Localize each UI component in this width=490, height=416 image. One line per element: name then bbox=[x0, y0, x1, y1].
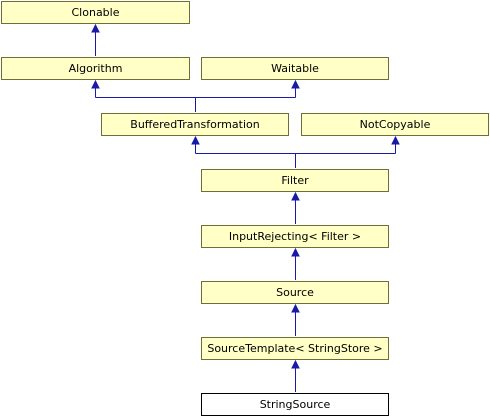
node-clonable[interactable]: Clonable bbox=[1, 1, 190, 24]
node-filter[interactable]: Filter bbox=[201, 169, 389, 192]
node-buffered-transformation[interactable]: BufferedTransformation bbox=[101, 113, 289, 136]
edge-string-source-to-source-template bbox=[291, 359, 300, 392]
edge-source-to-input-rejecting bbox=[291, 247, 300, 280]
node-algorithm[interactable]: Algorithm bbox=[1, 57, 190, 80]
node-source[interactable]: Source bbox=[201, 281, 389, 304]
edge-algorithm-to-clonable bbox=[91, 23, 100, 56]
node-source-template[interactable]: SourceTemplate< StringStore > bbox=[201, 337, 389, 360]
node-string-source: StringSource bbox=[201, 393, 389, 416]
node-not-copyable[interactable]: NotCopyable bbox=[301, 113, 489, 136]
node-input-rejecting[interactable]: InputRejecting< Filter > bbox=[201, 225, 389, 248]
edge-input-rejecting-to-filter bbox=[291, 191, 300, 224]
edge-buffered-transformation-to-algorithm-waitable bbox=[91, 79, 300, 112]
node-waitable[interactable]: Waitable bbox=[201, 57, 389, 80]
edge-source-template-to-source bbox=[291, 303, 300, 336]
edge-filter-to-buffered-transformation-not-copyable bbox=[191, 135, 400, 168]
